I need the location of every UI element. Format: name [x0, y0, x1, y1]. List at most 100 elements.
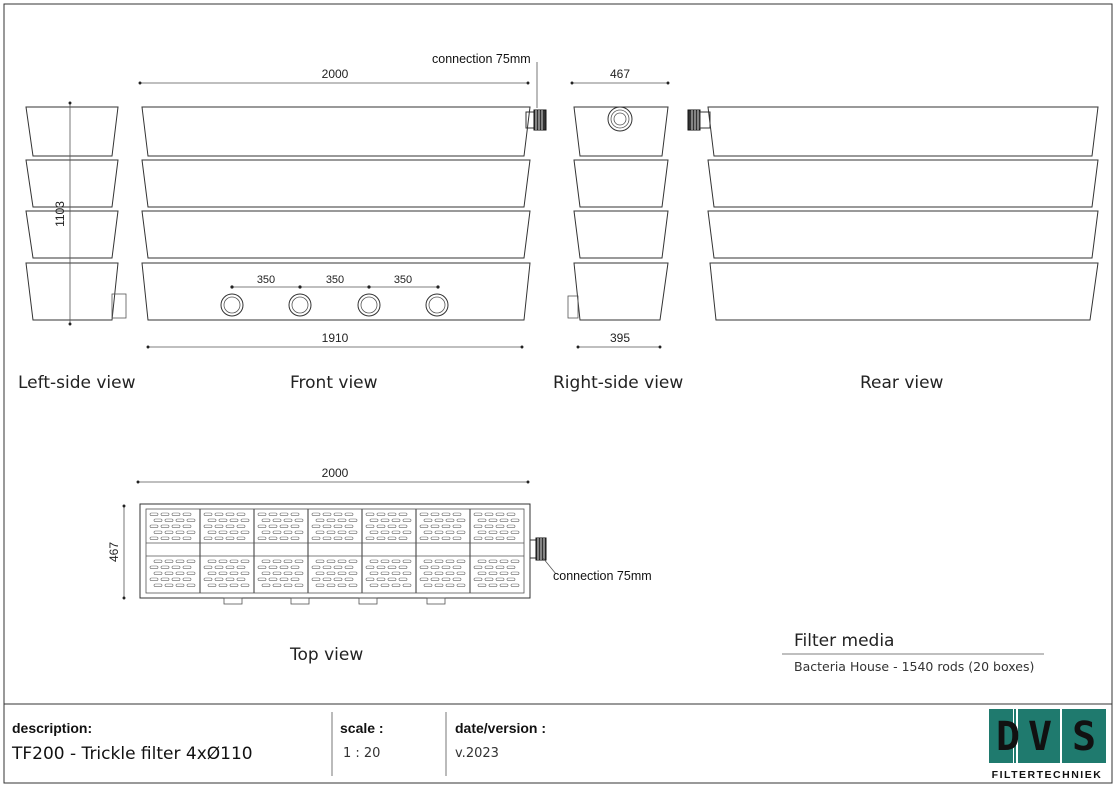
media-slot — [268, 524, 278, 528]
spacing-dimension-3: 350 — [394, 274, 412, 286]
media-slot — [441, 577, 451, 581]
media-slot — [153, 559, 163, 563]
media-slot — [477, 571, 487, 575]
media-slot — [484, 565, 494, 569]
media-slot — [445, 571, 455, 575]
media-slot — [369, 530, 379, 534]
media-slot — [149, 565, 159, 569]
media-slot — [261, 530, 271, 534]
media-slot — [333, 524, 343, 528]
media-slot — [495, 565, 505, 569]
media-slot — [225, 565, 235, 569]
media-slot — [160, 536, 170, 540]
media-slot — [376, 577, 386, 581]
media-slot — [434, 530, 444, 534]
media-slot — [149, 512, 159, 516]
media-slot — [175, 559, 185, 563]
right-side-view-label: Right-side view — [553, 373, 683, 393]
media-slot — [376, 524, 386, 528]
media-slot — [272, 530, 282, 534]
media-slot — [290, 577, 300, 581]
media-slot — [423, 571, 433, 575]
media-slot — [488, 530, 498, 534]
scale-label: scale : — [340, 720, 384, 736]
media-slot — [488, 583, 498, 587]
logo-subtitle: FILTERTECHNIEK — [992, 769, 1103, 781]
media-slot — [344, 512, 354, 516]
media-slot — [430, 565, 440, 569]
rear-view-label: Rear view — [860, 373, 944, 393]
media-slot — [214, 577, 224, 581]
media-slot — [175, 530, 185, 534]
media-slot — [207, 518, 217, 522]
media-slot — [175, 518, 185, 522]
media-slot — [171, 565, 181, 569]
media-slot — [279, 536, 289, 540]
media-slot — [452, 577, 462, 581]
media-slot — [348, 518, 358, 522]
media-slot — [240, 583, 250, 587]
media-slot — [272, 571, 282, 575]
media-slot — [225, 577, 235, 581]
top-depth-dimension: 467 — [107, 542, 121, 562]
media-slot — [268, 512, 278, 516]
media-slot — [348, 559, 358, 563]
media-slot — [510, 530, 520, 534]
media-slot — [430, 536, 440, 540]
media-slot — [434, 571, 444, 575]
media-slot — [456, 518, 466, 522]
media-slot — [218, 530, 228, 534]
media-slot — [218, 571, 228, 575]
media-slot — [283, 571, 293, 575]
media-slot — [365, 512, 375, 516]
media-slot — [430, 524, 440, 528]
media-slot — [182, 512, 192, 516]
media-slot — [402, 518, 412, 522]
media-slot — [473, 536, 483, 540]
media-slot — [473, 577, 483, 581]
media-slot — [387, 565, 397, 569]
media-slot — [456, 583, 466, 587]
media-slot — [402, 583, 412, 587]
media-slot — [229, 518, 239, 522]
media-slot — [510, 583, 520, 587]
media-slot — [484, 512, 494, 516]
media-slot — [315, 518, 325, 522]
media-slot — [387, 577, 397, 581]
right-side-view: 467 395 — [567, 67, 670, 349]
media-slot — [149, 524, 159, 528]
media-slot — [229, 571, 239, 575]
media-slot — [261, 583, 271, 587]
media-slot — [441, 536, 451, 540]
media-slot — [337, 530, 347, 534]
media-slot — [365, 565, 375, 569]
media-slot — [153, 530, 163, 534]
media-slot — [164, 559, 174, 563]
media-slot — [171, 577, 181, 581]
media-slot — [441, 524, 451, 528]
media-slot — [337, 518, 347, 522]
media-slot — [499, 571, 509, 575]
media-slot — [322, 565, 332, 569]
media-slot — [207, 571, 217, 575]
left-side-view: 1103 — [25, 101, 127, 326]
media-slot — [261, 571, 271, 575]
media-slot — [214, 565, 224, 569]
media-slot — [333, 536, 343, 540]
front-bottom-dimension: 1910 — [322, 331, 349, 345]
media-slot — [311, 524, 321, 528]
media-slot — [398, 536, 408, 540]
media-slot — [160, 577, 170, 581]
media-slot — [506, 536, 516, 540]
media-slot — [207, 559, 217, 563]
media-slot — [402, 530, 412, 534]
media-slot — [268, 577, 278, 581]
media-slot — [218, 559, 228, 563]
media-slot — [290, 512, 300, 516]
media-slot — [283, 559, 293, 563]
media-slot — [398, 512, 408, 516]
media-slot — [326, 559, 336, 563]
media-slot — [229, 530, 239, 534]
connector-75mm-top — [529, 537, 547, 561]
media-slot — [484, 524, 494, 528]
